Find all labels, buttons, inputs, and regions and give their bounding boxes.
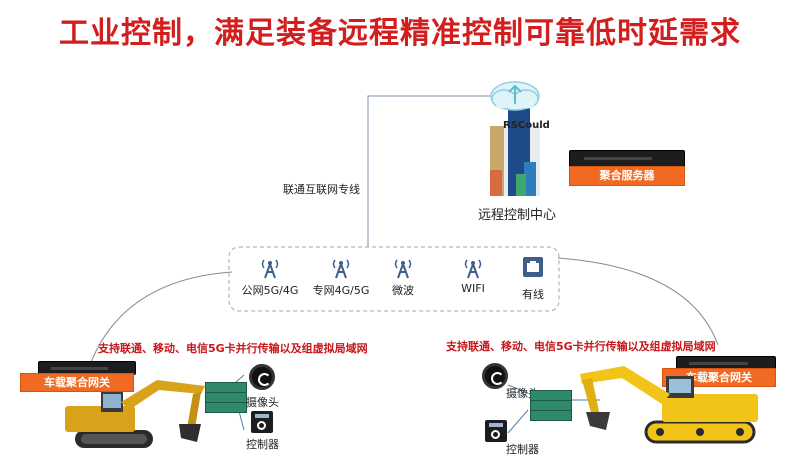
right-excavator-illustration bbox=[580, 366, 758, 444]
right-comm-module bbox=[530, 410, 572, 421]
signal-tower-icon bbox=[464, 259, 482, 279]
left-controller-icon bbox=[251, 411, 273, 433]
network-label: 微波 bbox=[392, 284, 414, 297]
left-site-note: 支持联通、移动、电信5G卡并行传输以及组虚拟局域网 bbox=[98, 342, 368, 355]
right-controller-icon bbox=[485, 420, 507, 442]
network-label: 公网5G/4G bbox=[241, 284, 299, 297]
aggregation-server-label: 聚合服务器 bbox=[569, 166, 685, 186]
left-gateway-label: 车载聚合网关 bbox=[20, 373, 134, 392]
right-controller-label: 控制器 bbox=[506, 443, 539, 456]
left-arc-connector bbox=[87, 271, 233, 371]
left-camera-icon bbox=[249, 364, 275, 390]
network-label: 有线 bbox=[522, 288, 544, 301]
network-label: WIFI bbox=[461, 282, 485, 295]
network-item-microwave: 微波 bbox=[348, 256, 458, 298]
dedicated-line-connector bbox=[367, 95, 495, 247]
signal-tower-icon bbox=[332, 259, 350, 279]
network-box bbox=[228, 246, 560, 312]
page-title: 工业控制，满足装备远程精准控制可靠低时延需求 bbox=[59, 16, 741, 51]
center-label: 远程控制中心 bbox=[478, 208, 557, 223]
left-excavator-illustration bbox=[65, 380, 205, 448]
right-site-note: 支持联通、移动、电信5G卡并行传输以及组虚拟局域网 bbox=[446, 340, 716, 353]
cloud-upload-icon bbox=[508, 84, 522, 104]
ethernet-port-icon bbox=[523, 257, 543, 277]
signal-tower-icon bbox=[261, 259, 279, 279]
network-item-wifi: WIFI bbox=[418, 256, 528, 295]
network-item-private: 专网4G/5G bbox=[286, 256, 396, 298]
left-comm-module bbox=[205, 402, 247, 413]
right-camera-icon bbox=[482, 363, 508, 389]
network-item-wired: 有线 bbox=[478, 256, 588, 302]
left-controller-label: 控制器 bbox=[246, 438, 279, 451]
remote-center-illustration bbox=[490, 81, 540, 196]
dedicated-line-label: 联通互联网专线 bbox=[283, 183, 360, 196]
left-camera-label: 摄像头 bbox=[246, 396, 279, 409]
cloud-label: RSCould bbox=[503, 120, 550, 131]
signal-tower-icon bbox=[394, 259, 412, 279]
network-label: 专网4G/5G bbox=[312, 284, 370, 297]
network-item-public: 公网5G/4G bbox=[215, 256, 325, 298]
right-arc-connector bbox=[557, 257, 719, 346]
